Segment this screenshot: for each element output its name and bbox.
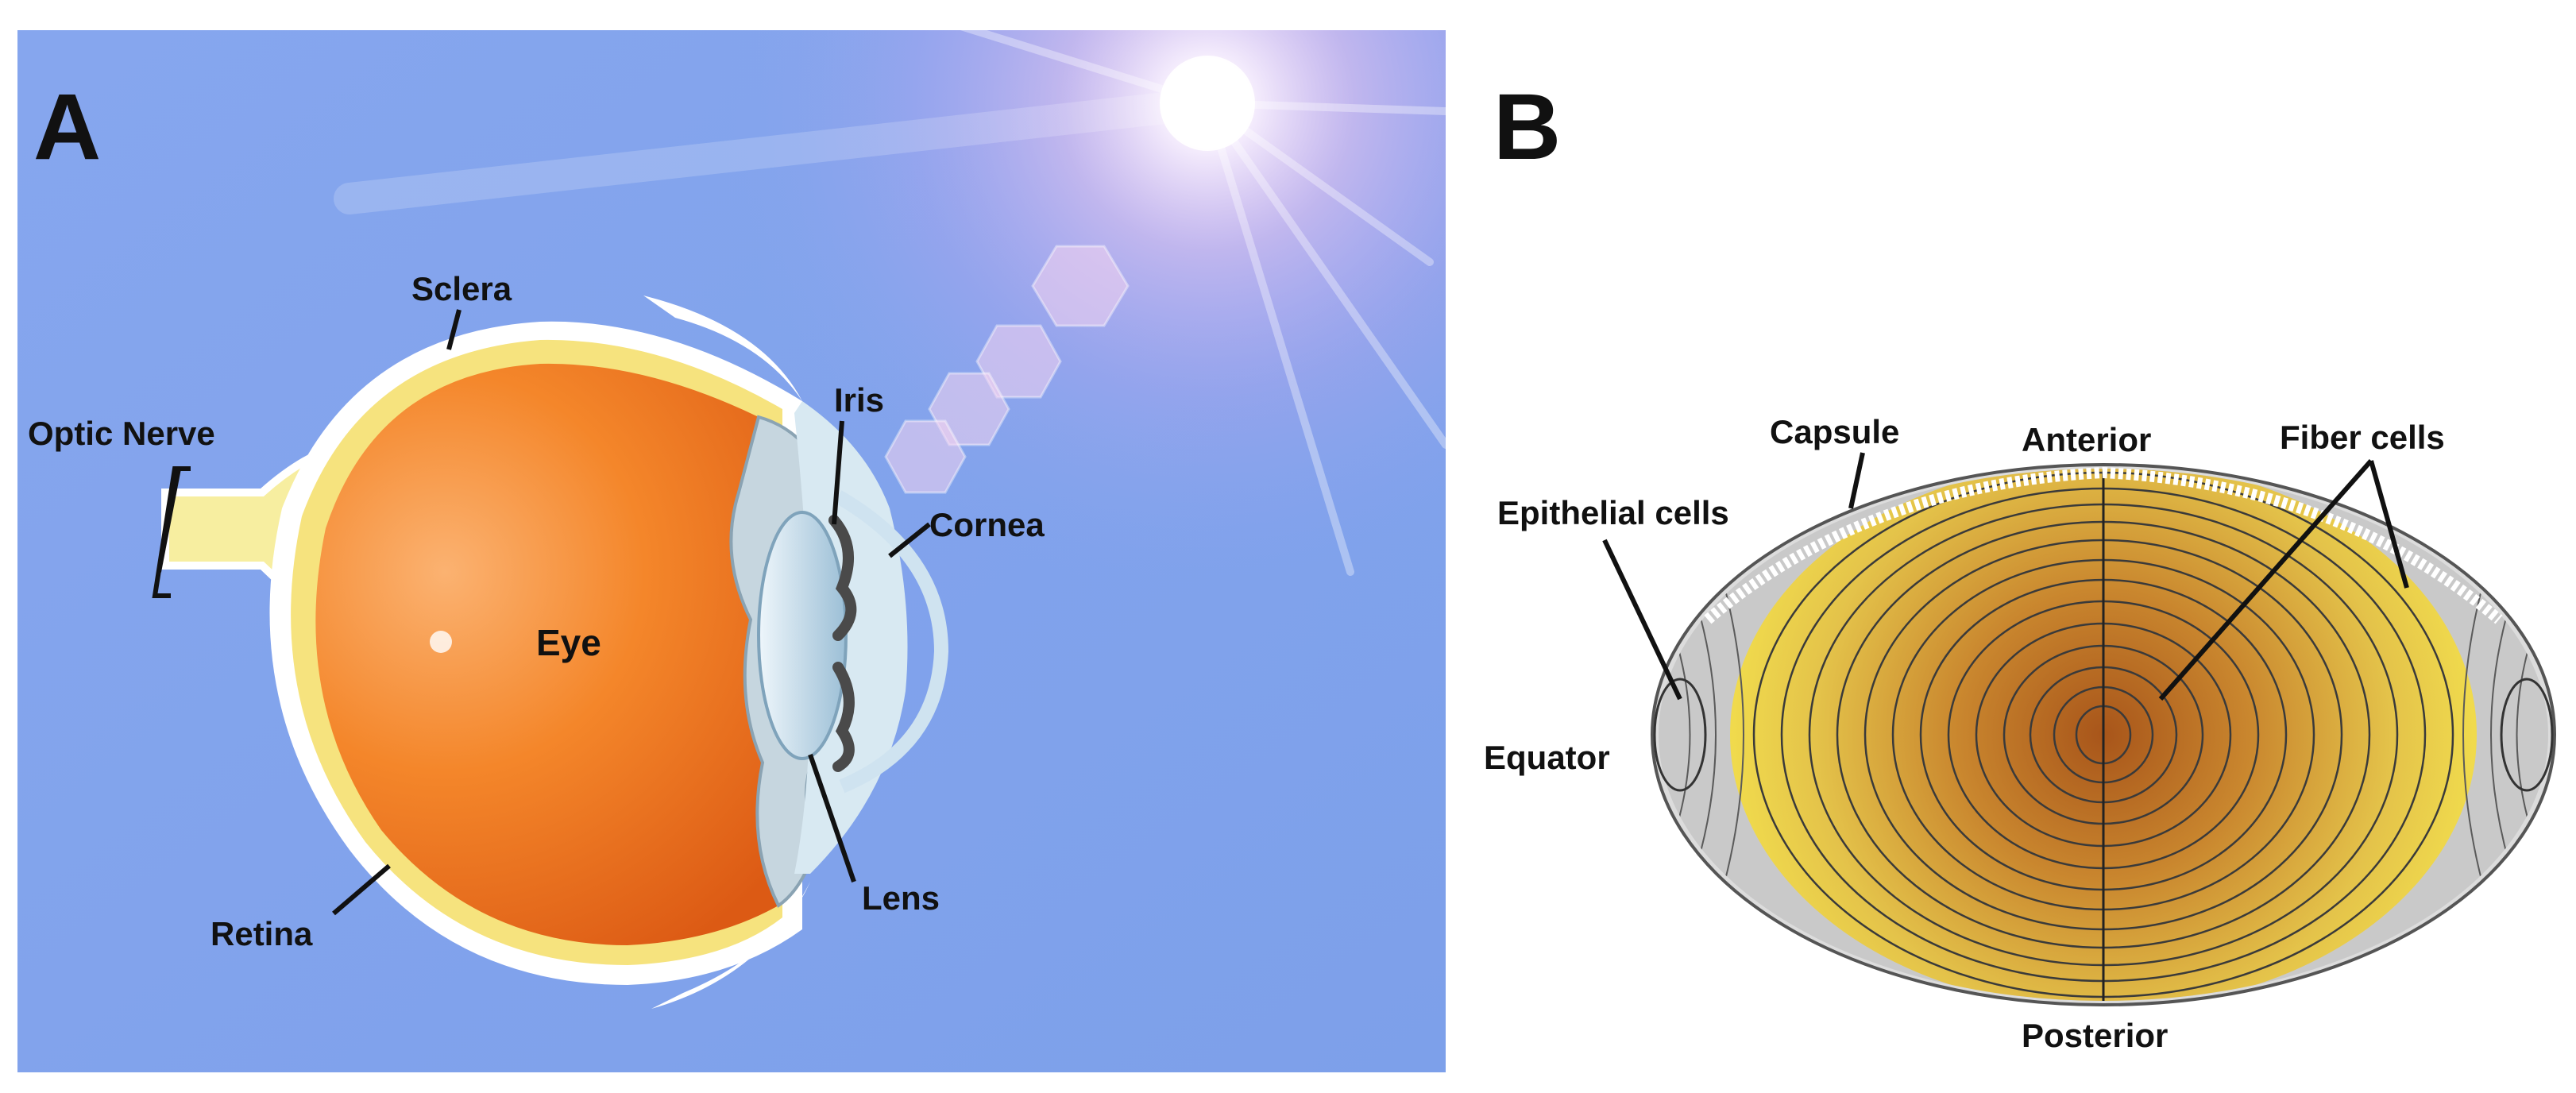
label-eye: Eye: [536, 622, 601, 663]
label-capsule: Capsule: [1770, 413, 1899, 450]
panel-b-leaders: [1602, 452, 2409, 701]
panel-b: B: [1484, 75, 2556, 1054]
label-cornea: Cornea: [929, 506, 1045, 543]
eye-highlight: [430, 631, 452, 653]
lens: [757, 511, 848, 760]
iris: [828, 515, 857, 641]
label-anterior: Anterior: [2022, 421, 2151, 458]
bow-left: [1653, 678, 1707, 792]
panel-b-letter: B: [1493, 75, 1561, 180]
label-optic-nerve: Optic Nerve: [28, 415, 215, 452]
label-equator: Equator: [1484, 739, 1610, 776]
label-lens: Lens: [862, 879, 940, 917]
bow-right: [2500, 678, 2554, 792]
label-fiber-cells: Fiber cells: [2280, 419, 2445, 456]
panel-a-leaders: [152, 309, 931, 916]
label-epithelial-cells: Epithelial cells: [1497, 494, 1729, 531]
label-sclera: Sclera: [411, 270, 512, 307]
epithelium: [1704, 466, 2503, 624]
sun: [1160, 56, 1255, 151]
cornea: [834, 490, 949, 794]
label-iris: Iris: [834, 381, 884, 419]
sclera-shell: [643, 295, 802, 401]
label-posterior: Posterior: [2022, 1017, 2168, 1054]
eyeball: [315, 363, 778, 945]
panel-a-letter: A: [33, 75, 101, 180]
label-retina: Retina: [210, 915, 313, 952]
lens-flare: [884, 245, 1130, 494]
panel-a: A Sclera Optic Nerve Iris Cornea Eye Ret…: [17, 30, 1446, 1072]
iris-lower: [832, 662, 855, 772]
